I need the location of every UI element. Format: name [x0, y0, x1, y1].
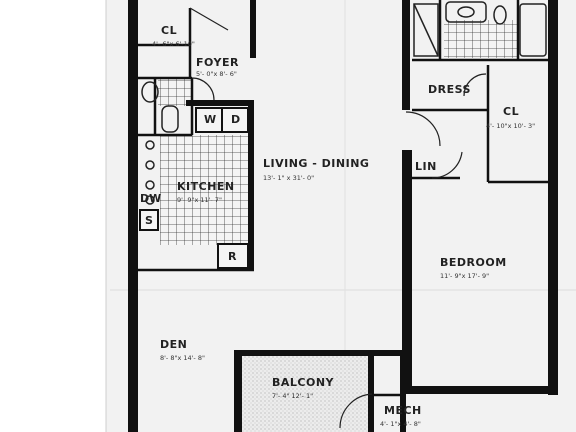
bedroom-dimensions: 11'- 9"x 17'- 9"	[440, 272, 490, 280]
closet-foyer-label: CL	[161, 24, 178, 37]
balcony-floor	[240, 356, 372, 432]
mech-dimensions: 4'- 1"x 4'- 8"	[380, 420, 421, 428]
washer-label: W	[204, 113, 217, 126]
den-dimensions: 8'- 8"x 14'- 8"	[160, 354, 205, 362]
wall-right-exterior	[548, 0, 558, 395]
closet-foyer-dimensions: 4'- 6"x 6'-10"	[152, 40, 195, 48]
den-label: DEN	[160, 338, 188, 351]
sink-box	[139, 209, 159, 231]
wall-balcony-left	[234, 350, 242, 432]
bedroom-label: BEDROOM	[440, 256, 507, 269]
wall-bath-left	[402, 0, 410, 110]
linen-closet-label: LIN	[415, 160, 437, 173]
kitchen-tile-floor	[160, 135, 252, 245]
dryer-box	[221, 107, 249, 133]
living-dining-dimensions: 13'- 1" x 31'- 0"	[263, 174, 315, 182]
wall-bedroom-bottom	[402, 386, 557, 394]
foyer-label: FOYER	[196, 56, 239, 69]
wall-kitchen-top	[186, 100, 254, 106]
dress-label: DRESS	[428, 83, 471, 96]
wall-balcony-top	[234, 350, 400, 356]
balcony-dimensions: 7'- 4" 12'- 1"	[272, 392, 314, 400]
refrigerator-box	[217, 243, 249, 269]
kitchen-label: KITCHEN	[177, 180, 235, 193]
dryer-label: D	[231, 113, 241, 126]
wall-mech-right	[400, 350, 406, 432]
wall-bedroom-left	[402, 150, 412, 390]
closet-bedroom-dimensions: 4'- 10"x 10'- 3"	[486, 122, 536, 130]
foyer-dimensions: 5'- 0"x 8'- 6"	[196, 70, 237, 78]
left-margin-shadow	[0, 0, 106, 432]
balcony-label: BALCONY	[272, 376, 335, 389]
mech-label: MECH	[384, 404, 422, 417]
closet-bedroom-label: CL	[503, 105, 520, 118]
wall-foyer-right	[250, 0, 256, 58]
kitchen-dimensions: 9'- 9"x 11'- 7"	[177, 196, 222, 204]
bath-tile-floor	[444, 20, 518, 58]
dishwasher-label: DW	[140, 192, 162, 205]
refrigerator-label: R	[228, 250, 237, 263]
wall-left-exterior	[128, 0, 138, 432]
living-dining-label: LIVING - DINING	[263, 157, 370, 170]
sink-label: S	[145, 214, 153, 227]
wall-balcony-right	[368, 350, 374, 432]
washer-box	[195, 107, 223, 133]
wall-kitchen-right	[248, 100, 254, 270]
